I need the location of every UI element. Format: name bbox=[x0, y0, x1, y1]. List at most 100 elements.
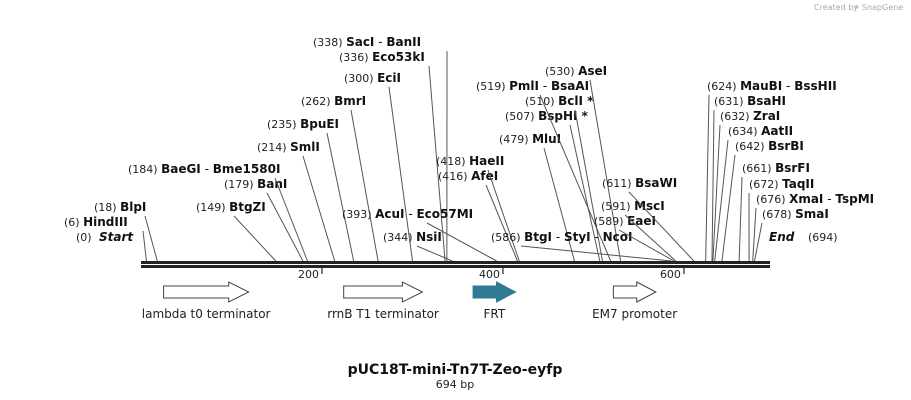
site-pointer-line bbox=[705, 94, 710, 262]
tick-label: 400 bbox=[479, 268, 500, 281]
site-position: (642) bbox=[735, 140, 768, 153]
site-xmai[interactable]: (676) XmaI - TspMI bbox=[752, 192, 874, 262]
site-bsrbi[interactable]: (642) BsrBI bbox=[721, 139, 804, 262]
site-pointer-line bbox=[520, 245, 672, 262]
site-label: (676) XmaI - TspMI bbox=[756, 192, 874, 206]
enzyme-name[interactable]: BsrFI bbox=[775, 161, 810, 175]
site-zrai[interactable]: (632) ZraI bbox=[712, 109, 780, 262]
enzyme-name[interactable]: BtgZI bbox=[229, 200, 266, 214]
enzyme-name[interactable]: SmlI bbox=[290, 140, 320, 154]
enzyme-name[interactable]: BanI bbox=[257, 177, 287, 191]
site-position: (672) bbox=[749, 178, 782, 191]
enzyme-name[interactable]: Bme1580I bbox=[213, 162, 281, 176]
site-taqii[interactable]: (672) TaqII bbox=[748, 177, 814, 262]
enzyme-name[interactable]: BlpI bbox=[120, 200, 146, 214]
site-position: (6) bbox=[64, 216, 83, 229]
enzyme-name[interactable]: PmlI bbox=[509, 79, 539, 93]
site-bmri[interactable]: (262) BmrI bbox=[301, 94, 379, 262]
enzyme-name[interactable]: BsaWI bbox=[635, 176, 677, 190]
site-maubi[interactable]: (624) MauBI - BssHII bbox=[705, 79, 837, 262]
enzyme-name[interactable]: NsiI bbox=[416, 230, 442, 244]
site-saci[interactable]: (338) SacI - BanII bbox=[313, 35, 448, 262]
enzyme-name[interactable]: BsaHI bbox=[747, 94, 786, 108]
site-pointer-line bbox=[388, 86, 413, 262]
site-position: (184) bbox=[128, 163, 161, 176]
enzyme-name[interactable]: TaqII bbox=[782, 177, 814, 191]
tick-600: 600 bbox=[660, 268, 685, 281]
enzyme-name[interactable]: BanII bbox=[386, 35, 421, 49]
enzyme-name[interactable]: AcuI bbox=[375, 207, 404, 221]
enzyme-name[interactable]: EaeI bbox=[627, 214, 656, 228]
site-bcli[interactable]: (510) BclI * bbox=[525, 94, 603, 262]
backbone-bottom-strand bbox=[141, 265, 770, 268]
site-btgzi[interactable]: (149) BtgZI bbox=[196, 200, 277, 262]
site-pointer-line bbox=[274, 177, 308, 262]
enzyme-name[interactable]: BsrBI bbox=[768, 139, 804, 153]
enzyme-name[interactable]: Eco53kI bbox=[372, 50, 425, 64]
enzyme-name[interactable]: AseI bbox=[578, 64, 607, 78]
enzyme-name[interactable]: TspMI bbox=[835, 192, 874, 206]
enzyme-name[interactable]: BclI * bbox=[558, 94, 594, 108]
site-bsahi[interactable]: (631) BsaHI bbox=[711, 94, 786, 262]
enzyme-name[interactable]: AatII bbox=[761, 124, 793, 138]
site-smai[interactable]: (678) SmaI bbox=[754, 207, 829, 262]
site-position: (149) bbox=[196, 201, 229, 214]
enzyme-name[interactable]: AfeI bbox=[471, 169, 498, 183]
enzyme-name[interactable]: BpuEI bbox=[300, 117, 339, 131]
enzyme-name[interactable]: BssHII bbox=[794, 79, 836, 93]
site-eaei[interactable]: (589) EaeI bbox=[594, 214, 675, 262]
site-btgi[interactable]: (586) BtgI - StyI - NcoI bbox=[491, 230, 672, 262]
feature-arrow[interactable] bbox=[472, 281, 517, 303]
enzyme-name[interactable]: MscI bbox=[634, 199, 665, 213]
enzyme-name[interactable]: ZraI bbox=[753, 109, 780, 123]
enzyme-name[interactable]: MauBI bbox=[740, 79, 782, 93]
feature-frt[interactable]: FRT bbox=[472, 281, 517, 321]
enzyme-name[interactable]: SmaI bbox=[795, 207, 829, 221]
site-acui[interactable]: (393) AcuI - Eco57MI bbox=[342, 207, 497, 262]
feature-arrow[interactable] bbox=[343, 281, 424, 303]
enzyme-name[interactable]: EciI bbox=[377, 71, 401, 85]
enzyme-name[interactable]: HindIII bbox=[83, 215, 128, 229]
site-position: (418) bbox=[436, 155, 469, 168]
feature-arrow[interactable] bbox=[163, 281, 250, 303]
feature-lambda-t0-terminator[interactable]: lambda t0 terminator bbox=[142, 281, 271, 321]
site-baegi[interactable]: (184) BaeGI - Bme1580I bbox=[128, 162, 308, 262]
site-smli[interactable]: (214) SmlI bbox=[257, 140, 336, 262]
enzyme-name[interactable]: MluI bbox=[532, 132, 561, 146]
site-label: (235) BpuEI bbox=[267, 117, 339, 131]
enzyme-name[interactable]: HaeII bbox=[469, 154, 504, 168]
site-haeii[interactable]: (418) HaeII bbox=[436, 154, 520, 262]
enzyme-name[interactable]: BsaAI bbox=[551, 79, 589, 93]
feature-arrow[interactable] bbox=[612, 281, 657, 303]
site-bpuei[interactable]: (235) BpuEI bbox=[267, 117, 355, 262]
enzyme-name[interactable]: XmaI bbox=[789, 192, 823, 206]
site-asei[interactable]: (530) AseI bbox=[545, 64, 622, 262]
credit: Created by ⚬ SnapGene bbox=[814, 3, 903, 13]
site-pmli[interactable]: (519) PmlI - BsaAI bbox=[476, 79, 612, 262]
site-bsrfi[interactable]: (661) BsrFI bbox=[738, 161, 810, 262]
site-bani[interactable]: (179) BanI bbox=[224, 177, 304, 262]
site-ecii[interactable]: (300) EciI bbox=[344, 71, 413, 262]
feature-rrnb-t1-terminator[interactable]: rrnB T1 terminator bbox=[327, 281, 439, 321]
site-nsii[interactable]: (344) NsiI bbox=[383, 230, 453, 262]
site-bsawi[interactable]: (611) BsaWI bbox=[602, 176, 695, 262]
feature-em7-promoter[interactable]: EM7 promoter bbox=[592, 281, 677, 321]
enzyme-name[interactable]: Eco57MI bbox=[416, 207, 473, 221]
site-hindiii[interactable]: (6) HindIII bbox=[64, 215, 147, 262]
enzyme-name[interactable]: BtgI bbox=[524, 230, 552, 244]
site-mlui[interactable]: (479) MluI bbox=[499, 132, 575, 262]
site-eco53ki[interactable]: (336) Eco53kI bbox=[339, 50, 446, 262]
enzyme-name[interactable]: BaeGI bbox=[161, 162, 201, 176]
site-label: (589) EaeI bbox=[594, 214, 656, 228]
enzyme-name[interactable]: StyI bbox=[564, 230, 591, 244]
site-position: (510) bbox=[525, 95, 558, 108]
enzyme-name[interactable]: BmrI bbox=[334, 94, 366, 108]
site-aatii[interactable]: (634) AatII bbox=[714, 124, 793, 262]
site-msci[interactable]: (591) MscI bbox=[601, 199, 677, 262]
site-blpi[interactable]: (18) BlpI bbox=[94, 200, 158, 262]
site-position: (393) bbox=[342, 208, 375, 221]
enzyme-name[interactable]: SacI bbox=[346, 35, 374, 49]
site-position: (676) bbox=[756, 193, 789, 206]
enzyme-name[interactable]: BspHI * bbox=[538, 109, 589, 123]
enzyme-name[interactable]: NcoI bbox=[603, 230, 633, 244]
